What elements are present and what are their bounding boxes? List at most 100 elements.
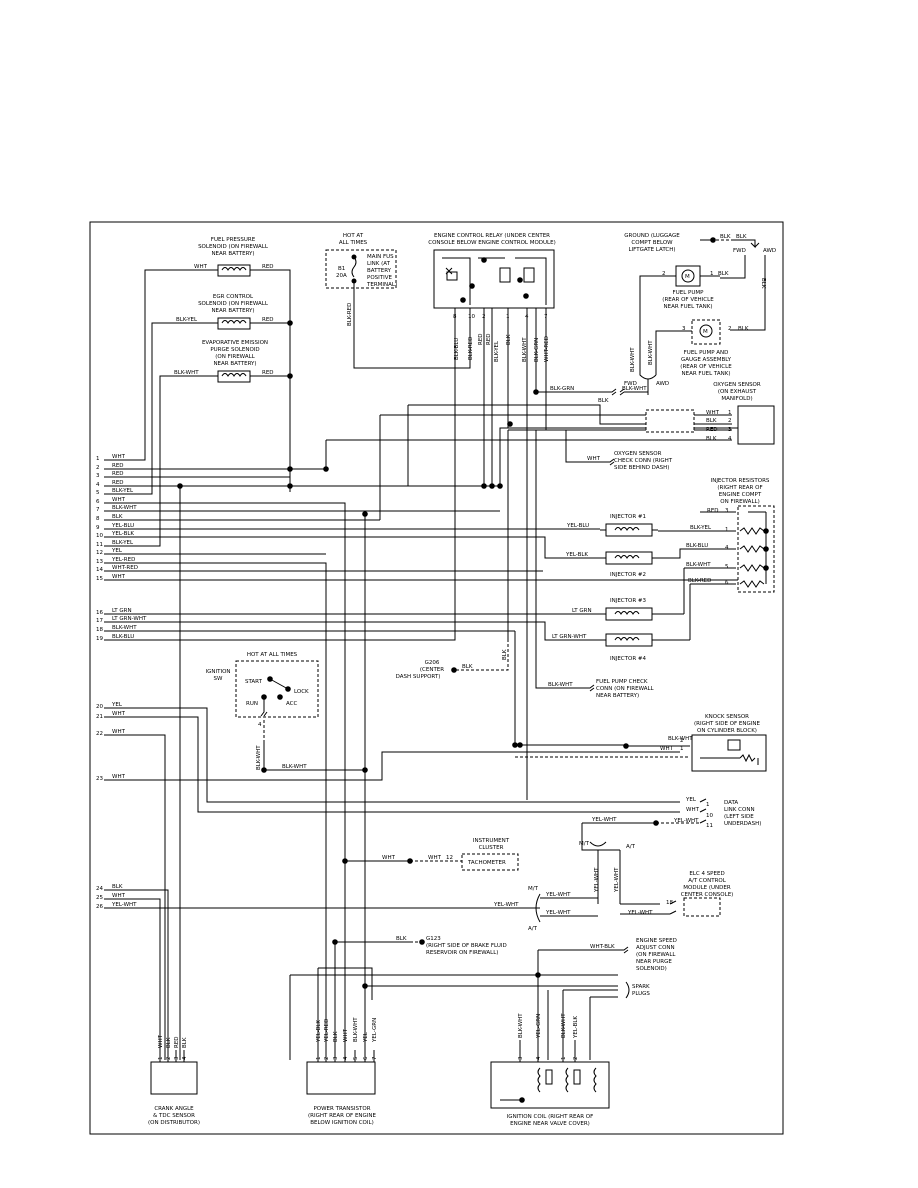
instrument-cluster: INSTRUMENT CLUSTER TACHOMETER WHT WHT 12	[342, 838, 519, 871]
pin-13: 13	[96, 559, 103, 565]
svg-text:4: 4	[725, 545, 729, 551]
svg-text:BLK: BLK	[598, 398, 609, 404]
svg-text:BLK: BLK	[720, 234, 731, 240]
svg-text:BLK-RED: BLK-RED	[688, 578, 711, 584]
svg-text:SOLENOID): SOLENOID)	[636, 966, 667, 972]
knock-sensor: KNOCK SENSOR (RIGHT SIDE OF ENGINE ON CY…	[514, 631, 767, 772]
svg-text:LOCK: LOCK	[294, 689, 309, 695]
svg-text:WHT: WHT	[428, 855, 442, 861]
svg-text:3: 3	[174, 1056, 180, 1060]
svg-text:BLK-GRN: BLK-GRN	[550, 386, 574, 392]
svg-text:COMPT BELOW: COMPT BELOW	[631, 240, 673, 246]
svg-text:5: 5	[353, 1056, 359, 1060]
svg-text:INJECTOR #2: INJECTOR #2	[610, 572, 646, 578]
splice-dot	[512, 742, 518, 748]
svg-text:BLK: BLK	[718, 271, 729, 277]
ecu-wires	[104, 269, 770, 1060]
svg-text:4: 4	[343, 1056, 349, 1060]
svg-text:BLK: BLK	[706, 436, 717, 442]
svg-text:1: 1	[706, 802, 710, 808]
wire-label-22: WHT	[112, 729, 126, 735]
svg-text:NEAR FUEL TANK): NEAR FUEL TANK)	[664, 304, 713, 310]
svg-text:YEL-WHT: YEL-WHT	[545, 892, 571, 898]
svg-text:YEL-BLU: YEL-BLU	[566, 523, 589, 529]
svg-text:1: 1	[561, 1057, 567, 1061]
svg-text:2: 2	[728, 326, 732, 332]
svg-text:BLK-WHT: BLK-WHT	[282, 764, 307, 770]
main-fusible-link: HOT AT ALL TIMES MAIN FUS LINK (AT BATTE…	[325, 233, 471, 369]
svg-text:12: 12	[446, 855, 453, 861]
svg-text:FUEL PUMP: FUEL PUMP	[673, 290, 705, 296]
svg-text:2: 2	[573, 1057, 579, 1061]
wire-label-21: WHT	[112, 711, 126, 717]
svg-text:BLK: BLK	[506, 334, 512, 345]
svg-text:POWER TRANSISTOR: POWER TRANSISTOR	[313, 1106, 370, 1112]
injector-4: INJECTOR #4 LT GRN-WHT BLK-RED	[552, 578, 711, 662]
wire-label-23: WHT	[112, 774, 126, 780]
svg-text:START: START	[245, 679, 263, 685]
svg-text:6: 6	[363, 1056, 369, 1060]
splice-dot	[481, 483, 487, 489]
svg-text:2: 2	[482, 314, 486, 320]
svg-text:3: 3	[682, 326, 686, 332]
svg-text:INJECTOR #3: INJECTOR #3	[610, 598, 647, 604]
transmission-branch: M/T A/T YEL-WHT YEL-WHT M/T A/T YEL-WHT …	[493, 823, 670, 932]
svg-text:10: 10	[468, 314, 475, 320]
svg-text:WHT: WHT	[706, 410, 720, 416]
svg-text:LIFTGATE LATCH): LIFTGATE LATCH)	[629, 247, 676, 253]
svg-text:BLK-WHT: BLK-WHT	[686, 562, 711, 568]
svg-text:1: 1	[710, 271, 714, 277]
svg-text:YEL-BLK: YEL-BLK	[316, 1020, 322, 1043]
wire-label-2: RED	[112, 463, 124, 469]
svg-text:YEL-BLK: YEL-BLK	[573, 1016, 579, 1039]
svg-text:YEL-RED: YEL-RED	[324, 1019, 330, 1043]
svg-text:1: 1	[725, 527, 729, 533]
svg-text:PLUGS: PLUGS	[632, 991, 650, 997]
svg-text:MANIFOLD): MANIFOLD)	[721, 396, 752, 402]
svg-text:BLK-YEL: BLK-YEL	[494, 340, 500, 362]
svg-text:WHT: WHT	[194, 264, 208, 270]
svg-text:IGNITION: IGNITION	[205, 669, 230, 675]
pin-22: 22	[96, 731, 103, 737]
svg-text:BLK-WHT: BLK-WHT	[522, 337, 528, 362]
svg-text:SW: SW	[214, 676, 223, 682]
svg-text:WHT-RED: WHT-RED	[544, 336, 550, 362]
svg-text:WHT: WHT	[587, 456, 601, 462]
svg-text:1: 1	[158, 1057, 164, 1061]
wire-label-16: LT GRN	[112, 608, 132, 614]
elc-at-control-module: ELC 4 SPEED A/T CONTROL MODULE (UNDER CE…	[666, 871, 733, 917]
svg-text:1: 1	[506, 314, 510, 320]
svg-text:3: 3	[333, 1056, 339, 1060]
svg-text:MAIN FUS: MAIN FUS	[367, 254, 394, 260]
svg-text:7: 7	[544, 314, 548, 320]
wire-label-25: WHT	[112, 893, 126, 899]
fuel-pressure-solenoid: FUEL PRESSURE SOLENOID (ON FIREWALL NEAR…	[194, 237, 291, 492]
injector-1: INJECTOR #1 YEL-BLU BLK-YEL	[566, 514, 712, 537]
data-link-conn: YEL WHT YEL-WHT 1 10 11 DATA LINK CONN (…	[582, 797, 761, 829]
svg-text:BLK-GRN: BLK-GRN	[534, 338, 540, 362]
oxygen-sensor-check-conn: WHT OXYGEN SENSOR CHECK CONN (RIGHT SIDE…	[565, 430, 673, 471]
svg-text:(ON FIREWALL: (ON FIREWALL	[636, 952, 676, 958]
svg-text:BLK-WHT: BLK-WHT	[518, 1013, 524, 1038]
ignition-coil: BLK-WHT YEL-GRN BLK-WHT YEL-BLK 3 4 1 2 …	[490, 1013, 610, 1127]
svg-text:OXYGEN SENSOR: OXYGEN SENSOR	[713, 382, 761, 388]
svg-text:BLK-YEL: BLK-YEL	[176, 317, 198, 323]
svg-text:RED: RED	[707, 508, 719, 514]
svg-text:LT GRN: LT GRN	[572, 608, 592, 614]
svg-text:HOT AT ALL TIMES: HOT AT ALL TIMES	[247, 652, 298, 658]
svg-text:BLK: BLK	[706, 418, 717, 424]
fuel-pump-gauge-assembly: M 3 2 BLK FUEL PUMP AND GAUGE ASSEMBLY (…	[624, 319, 749, 395]
svg-text:B1: B1	[338, 266, 345, 272]
svg-text:POSITIVE: POSITIVE	[367, 275, 393, 281]
svg-text:LINK CONN: LINK CONN	[724, 807, 755, 813]
svg-text:BLK: BLK	[738, 326, 749, 332]
svg-text:KNOCK SENSOR: KNOCK SENSOR	[705, 714, 749, 720]
svg-text:MODULE (UNDER: MODULE (UNDER	[683, 885, 731, 891]
pin-9: 9	[96, 525, 100, 531]
svg-text:DATA: DATA	[724, 800, 738, 806]
wire-label-14: WHT-RED	[112, 565, 138, 571]
svg-text:ENGINE COMPT: ENGINE COMPT	[719, 492, 762, 498]
splice-dot	[489, 483, 495, 489]
svg-text:AWD: AWD	[656, 381, 669, 387]
wire-label-20: YEL	[111, 702, 123, 708]
